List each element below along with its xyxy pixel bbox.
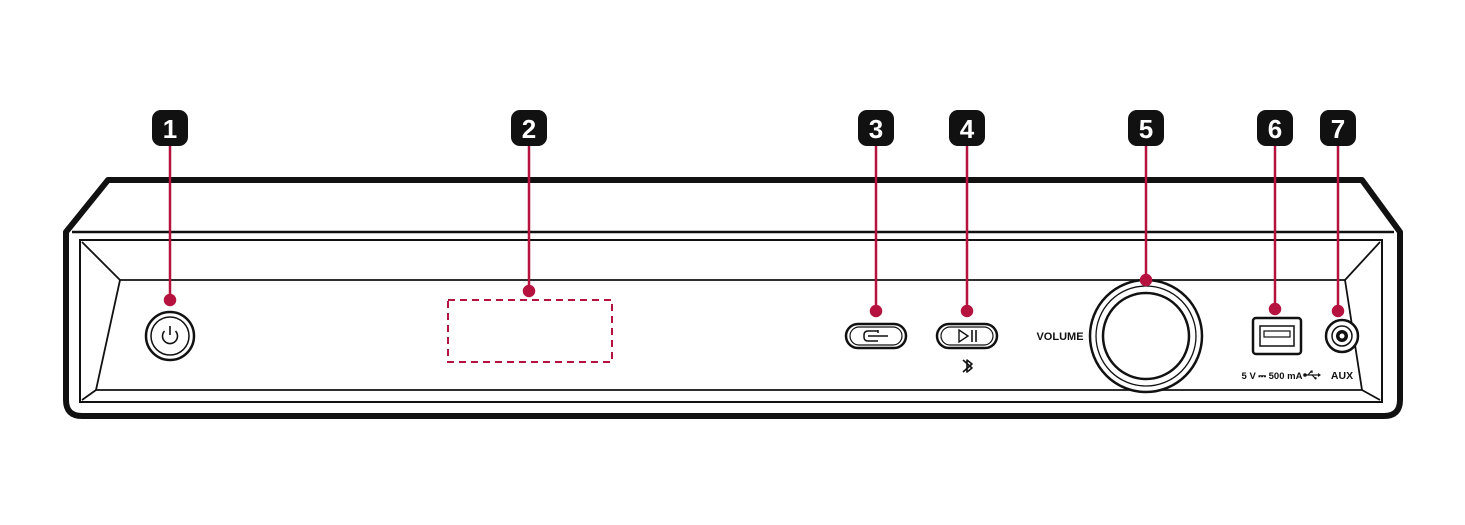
callout-badges: 1 2 3 4 5 6 7 bbox=[152, 110, 1356, 146]
function-button[interactable] bbox=[844, 322, 908, 350]
callout-badge-4: 4 bbox=[949, 110, 985, 146]
callout-badge-2: 2 bbox=[511, 110, 547, 146]
leader-dot-5 bbox=[1139, 273, 1153, 287]
callout-badge-3: 3 bbox=[858, 110, 894, 146]
input-source-icon bbox=[863, 330, 888, 342]
callout-badge-7: 7 bbox=[1320, 110, 1356, 146]
usb-rating-label: 5 V ⎓ 500 mA bbox=[1242, 371, 1303, 382]
callout-badge-1: 1 bbox=[152, 110, 188, 146]
callout-number-7: 7 bbox=[1331, 114, 1345, 144]
volume-knob[interactable] bbox=[1088, 278, 1204, 394]
callout-number-2: 2 bbox=[522, 114, 536, 144]
callout-number-1: 1 bbox=[163, 114, 177, 144]
usb-icon bbox=[1303, 370, 1321, 380]
leader-dot-2 bbox=[522, 284, 536, 298]
aux-jack[interactable] bbox=[1324, 318, 1360, 354]
callout-badge-6: 6 bbox=[1257, 110, 1293, 146]
callout-badge-5: 5 bbox=[1128, 110, 1164, 146]
play-pause-button[interactable] bbox=[935, 322, 999, 350]
usb-port[interactable] bbox=[1251, 316, 1303, 356]
play-pause-icon bbox=[958, 328, 977, 344]
leader-dot-6 bbox=[1268, 302, 1282, 316]
power-button[interactable] bbox=[144, 310, 196, 362]
device-body bbox=[63, 177, 1403, 419]
display-window bbox=[447, 299, 613, 363]
right-bevel-line bbox=[1344, 241, 1381, 281]
leader-dot-3 bbox=[869, 304, 883, 318]
leader-dot-1 bbox=[163, 293, 177, 307]
aux-label: AUX bbox=[1331, 370, 1353, 382]
volume-label: VOLUME bbox=[1036, 331, 1083, 343]
left-lower-bevel-line bbox=[81, 389, 97, 401]
leader-dot-7 bbox=[1331, 304, 1345, 318]
left-bevel-line bbox=[81, 241, 121, 281]
right-lower-bevel-line bbox=[1361, 389, 1381, 401]
leader-dot-4 bbox=[960, 304, 974, 318]
bluetooth-icon bbox=[962, 359, 973, 373]
callout-number-4: 4 bbox=[960, 114, 975, 144]
callout-number-6: 6 bbox=[1268, 114, 1282, 144]
power-icon bbox=[161, 326, 179, 345]
device-outer-outline bbox=[63, 177, 1403, 419]
callout-number-5: 5 bbox=[1139, 114, 1153, 144]
leader-lines bbox=[163, 136, 1345, 318]
callout-number-3: 3 bbox=[869, 114, 883, 144]
front-face-outline bbox=[79, 239, 1383, 403]
